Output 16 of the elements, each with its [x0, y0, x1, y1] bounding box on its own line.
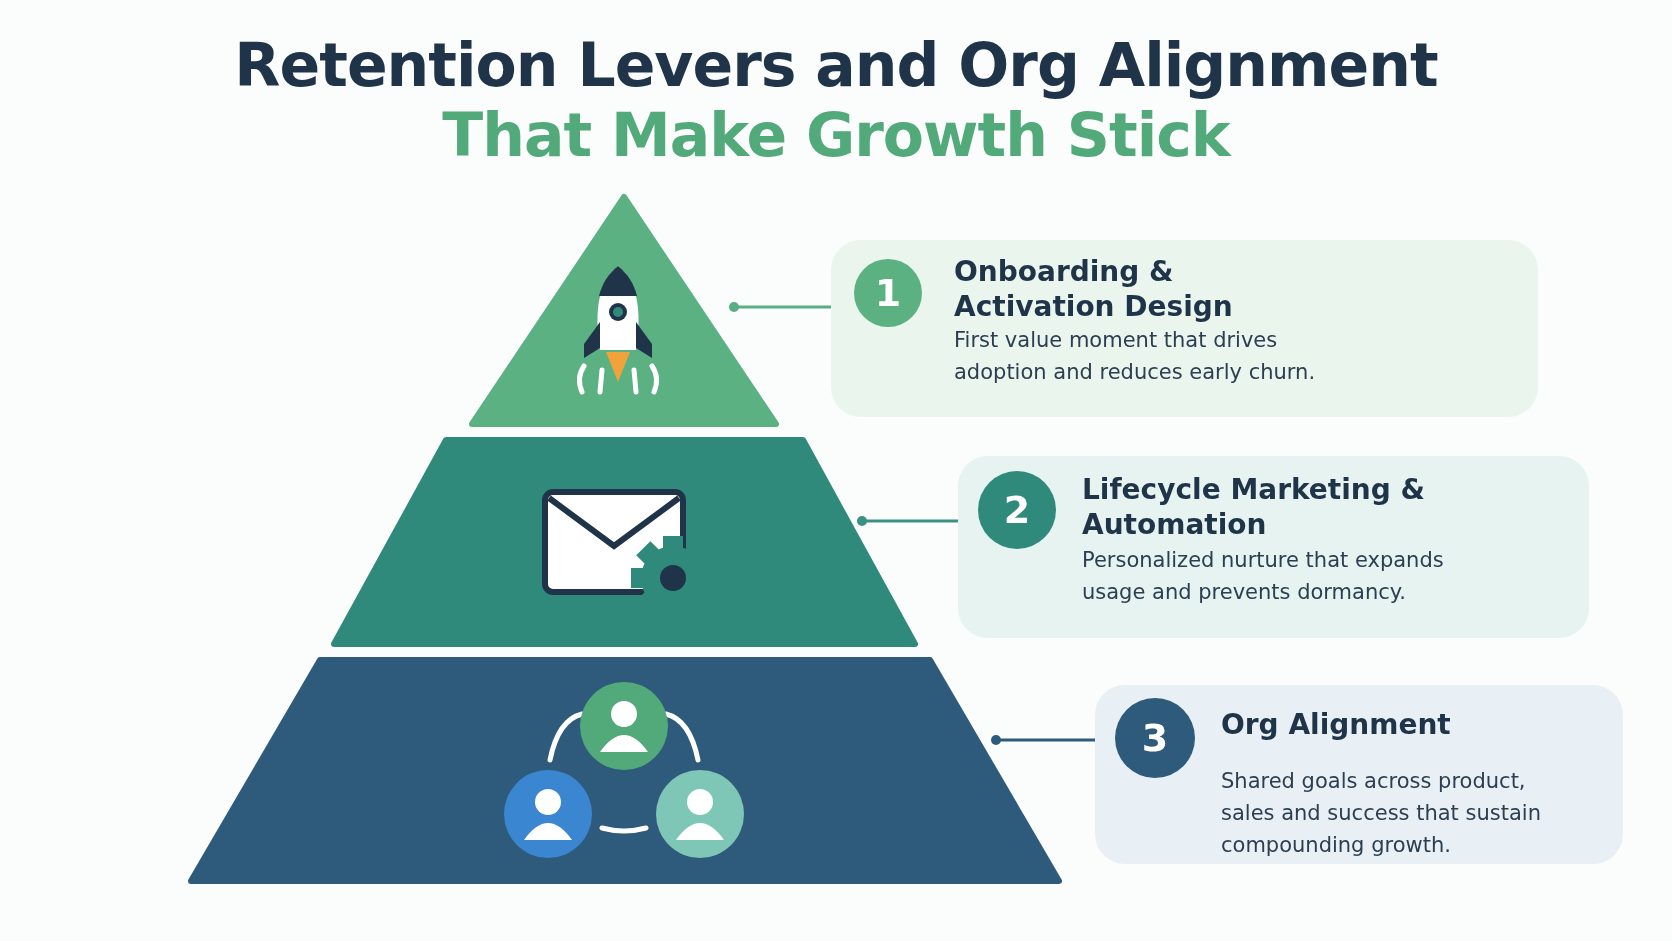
- card-heading: Lifecycle Marketing & Automation: [1082, 472, 1426, 542]
- number-badge: 1: [854, 259, 922, 327]
- number-badge: 2: [978, 471, 1056, 549]
- leader-line: [991, 735, 1095, 745]
- card-description: Shared goals across product, sales and success that sustain compounding growth.: [1221, 768, 1542, 859]
- card-heading: Org Alignment: [1221, 707, 1452, 742]
- text-card: [958, 456, 1589, 638]
- card-description: Personalized nurture that expands usage and prevents dormancy.: [1082, 547, 1445, 606]
- text-card: [1095, 685, 1623, 864]
- number-badge: 3: [1115, 698, 1195, 778]
- title-heading: Retention Levers and Org Alignment That Make Growth Stick: [233, 30, 1439, 170]
- text-card: [831, 240, 1538, 417]
- leader-line: [857, 516, 958, 526]
- card-heading: Onboarding & Activation Design: [954, 254, 1234, 324]
- card-description: First value moment that drives adoption and reduces early churn.: [954, 327, 1317, 386]
- leader-line: [729, 302, 831, 312]
